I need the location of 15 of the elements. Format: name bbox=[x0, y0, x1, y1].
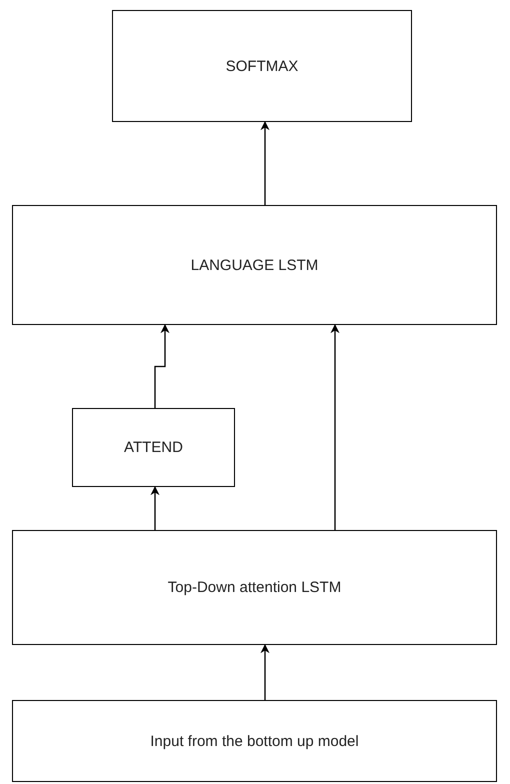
process-box bbox=[112, 10, 412, 122]
process-box bbox=[12, 530, 497, 645]
arrow bbox=[330, 324, 340, 530]
process-box bbox=[12, 700, 497, 782]
arrow bbox=[154, 324, 170, 408]
arrow bbox=[260, 644, 270, 700]
box-label: SOFTMAX bbox=[226, 58, 298, 74]
box-label: ATTEND bbox=[124, 439, 183, 456]
process-box bbox=[72, 408, 235, 487]
process-box bbox=[12, 205, 497, 325]
box-label: Input from the bottom up model bbox=[150, 732, 359, 750]
arrow bbox=[150, 486, 160, 530]
box-label: LANGUAGE LSTM bbox=[190, 256, 318, 274]
box-label: Top-Down attention LSTM bbox=[168, 579, 342, 596]
arrow bbox=[260, 121, 270, 205]
